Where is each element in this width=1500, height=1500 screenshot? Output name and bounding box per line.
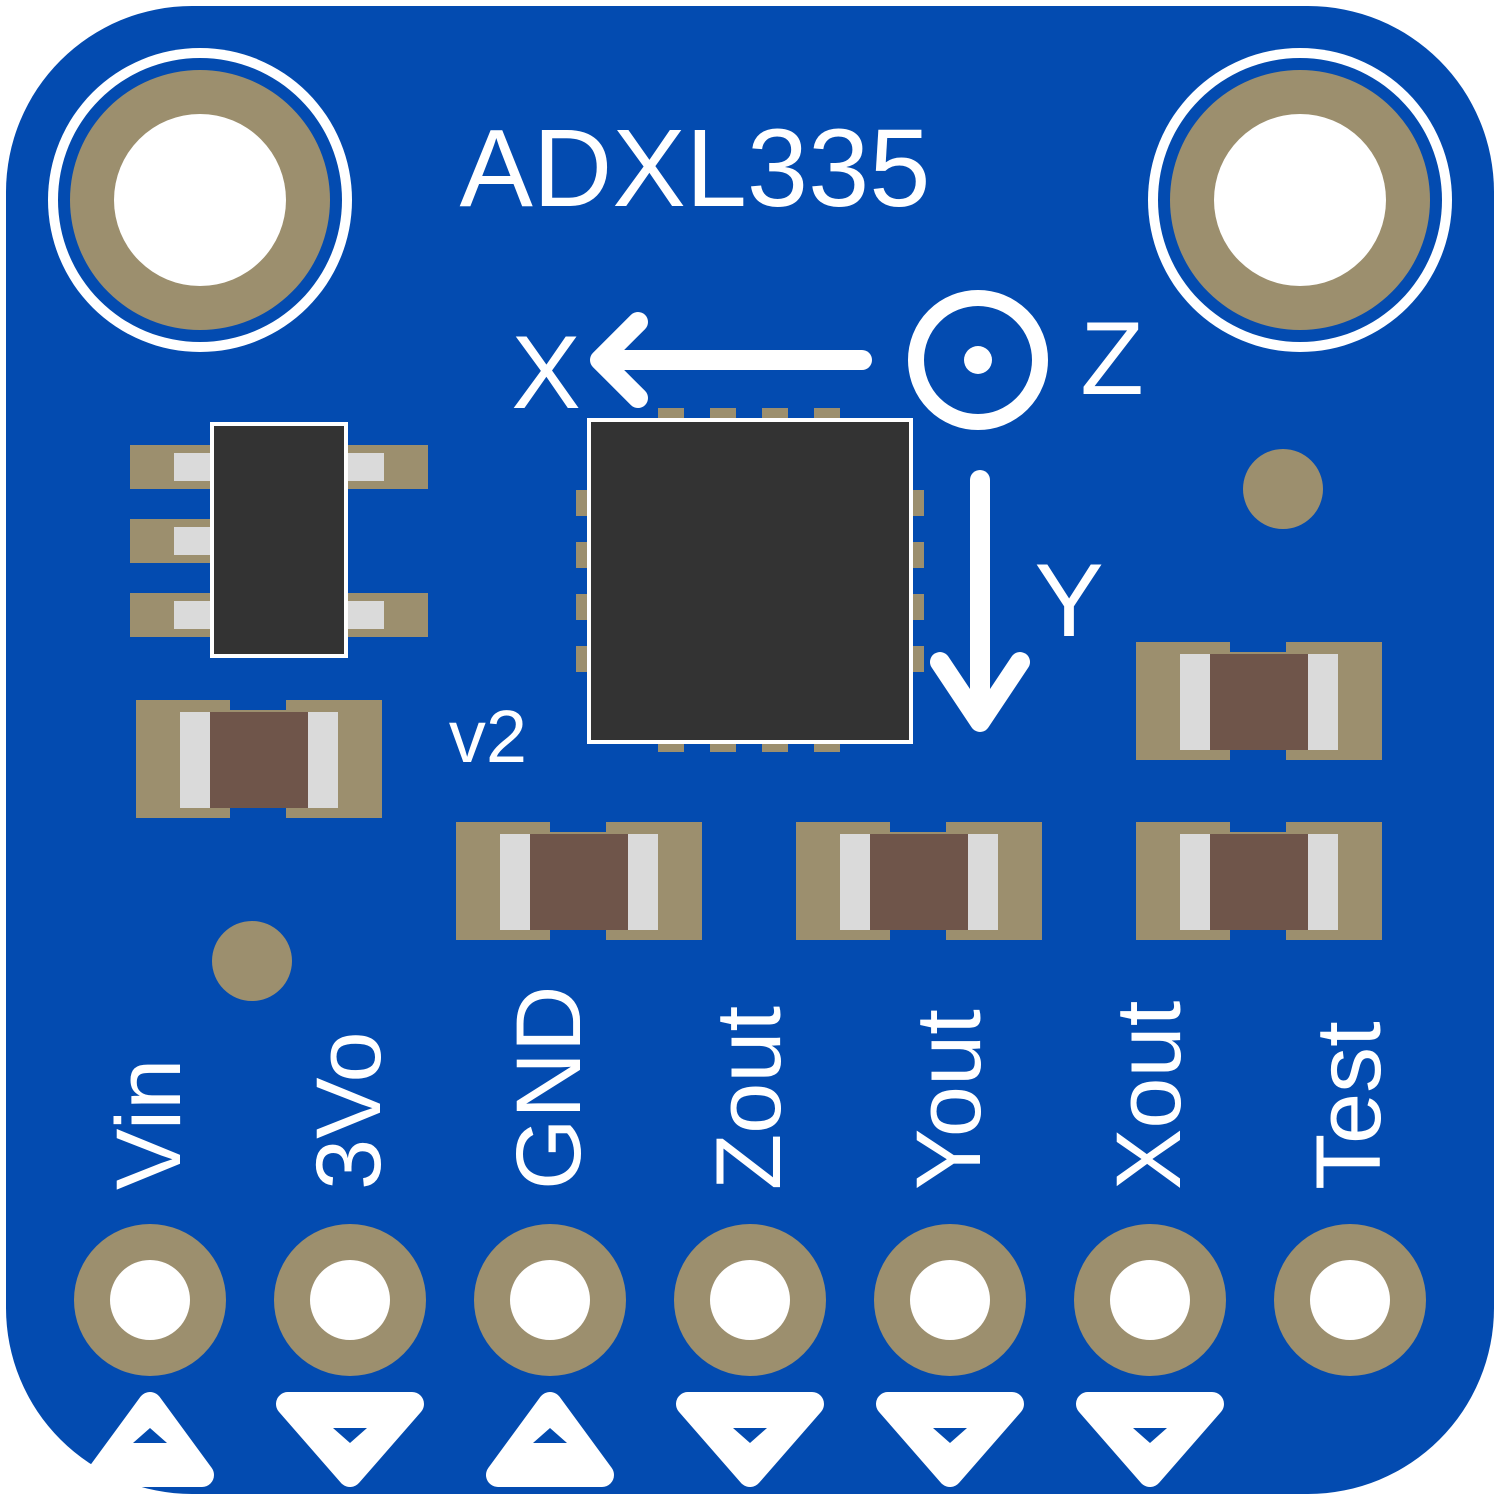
pin-label-test: Test [1298,1021,1400,1190]
pin-direction-out-zout [676,1392,824,1487]
fiducial-right [1243,449,1323,529]
pin-test: Test [1274,1021,1426,1376]
pin-hole-gnd [510,1260,590,1340]
z-axis-dot [964,346,992,374]
x-axis-label: X [511,315,580,431]
pin-direction-in-vin [86,1392,214,1487]
board-title: ADXL335 [460,107,931,230]
pin-zout: Zout [674,1006,826,1487]
axis-indicator [590,290,1048,732]
pin-direction-in-gnd [486,1392,614,1487]
pcb-body [6,6,1494,1494]
pin-label-3vo: 3Vo [298,1031,400,1190]
pin-label-yout: Yout [898,1009,1000,1190]
version-label: v2 [449,695,527,778]
capacitor-c2 [456,822,702,940]
accelerometer-chip [576,408,924,752]
pin-3vo: 3Vo [274,1031,426,1487]
pin-hole-3vo [310,1260,390,1340]
pin-label-gnd: GND [498,986,600,1190]
fiducial-left [212,921,292,1001]
pin-label-vin: Vin [98,1059,200,1190]
x-axis-arrowhead [590,312,648,408]
pin-direction-out-yout [876,1392,1024,1487]
z-axis-label: Z [1080,301,1144,417]
z-axis-symbol [908,290,1048,430]
mounting-hole-left [48,48,352,352]
pin-hole-xout [1110,1260,1190,1340]
y-axis-arrowhead [930,652,1030,732]
pin-hole-vin [110,1260,190,1340]
pin-vin: Vin [74,1059,226,1487]
pin-gnd: GND [474,986,626,1487]
capacitor-c5 [1136,642,1382,760]
voltage-regulator [130,422,428,658]
pin-hole-yout [910,1260,990,1340]
capacitor-c3 [796,822,1042,940]
pin-header: Vin 3Vo GND Zout Yout Xout Test [74,986,1426,1487]
pin-label-zout: Zout [698,1006,800,1190]
pin-xout: Xout [1074,1001,1226,1487]
y-axis-label: Y [1034,543,1103,659]
pin-direction-out-3vo [276,1392,424,1487]
pin-hole-test [1310,1260,1390,1340]
pin-yout: Yout [874,1009,1026,1487]
capacitor-c1 [136,700,382,818]
pin-label-xout: Xout [1098,1001,1200,1190]
capacitor-c4 [1136,822,1382,940]
pin-direction-out-xout [1076,1392,1224,1487]
mounting-hole-right [1148,48,1452,352]
pin-hole-zout [710,1260,790,1340]
